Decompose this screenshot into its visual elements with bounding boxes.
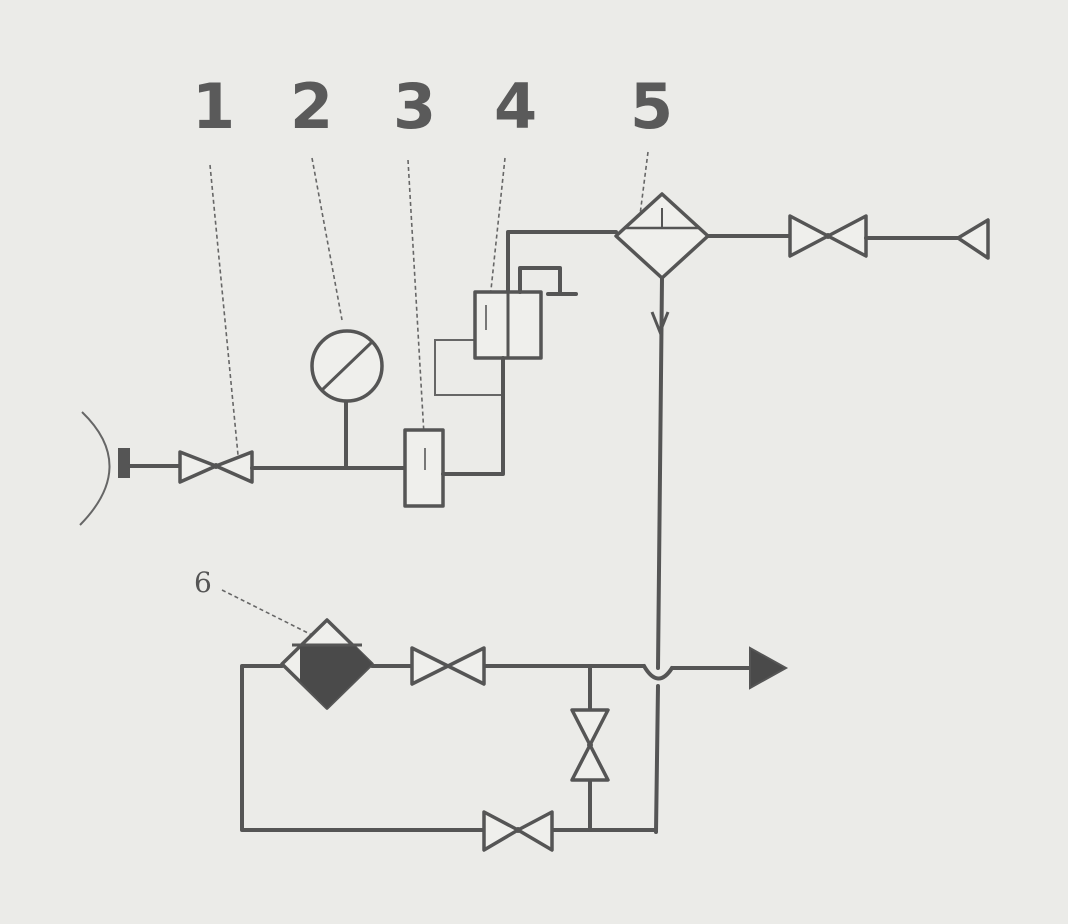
outlet-terminal-triangle — [956, 218, 990, 260]
valve-lower-horizontal — [410, 646, 486, 686]
label-1: 1 — [192, 70, 235, 143]
label-5: 5 — [630, 70, 673, 143]
label-6: 6 — [194, 566, 212, 599]
lower-loop — [240, 664, 752, 832]
label-3: 3 — [393, 70, 436, 143]
vertical-main-line — [650, 276, 670, 834]
filter-5 — [614, 192, 710, 280]
label-2: 2 — [290, 70, 333, 143]
pipe-3-to-4 — [441, 408, 505, 476]
label-4: 4 — [494, 70, 537, 143]
valve-bypass-vertical — [570, 708, 610, 782]
component-4 — [434, 230, 618, 414]
regulator-3 — [403, 428, 445, 508]
valve-top-right — [788, 214, 868, 258]
valve-bottom — [482, 810, 554, 852]
pressure-gauge-2 — [310, 329, 384, 470]
air-source-dish — [79, 411, 182, 526]
valve-1-symbol — [178, 450, 254, 484]
separator-6 — [280, 618, 374, 710]
leader-lines — [209, 151, 649, 636]
output-arrow-icon — [749, 646, 789, 690]
